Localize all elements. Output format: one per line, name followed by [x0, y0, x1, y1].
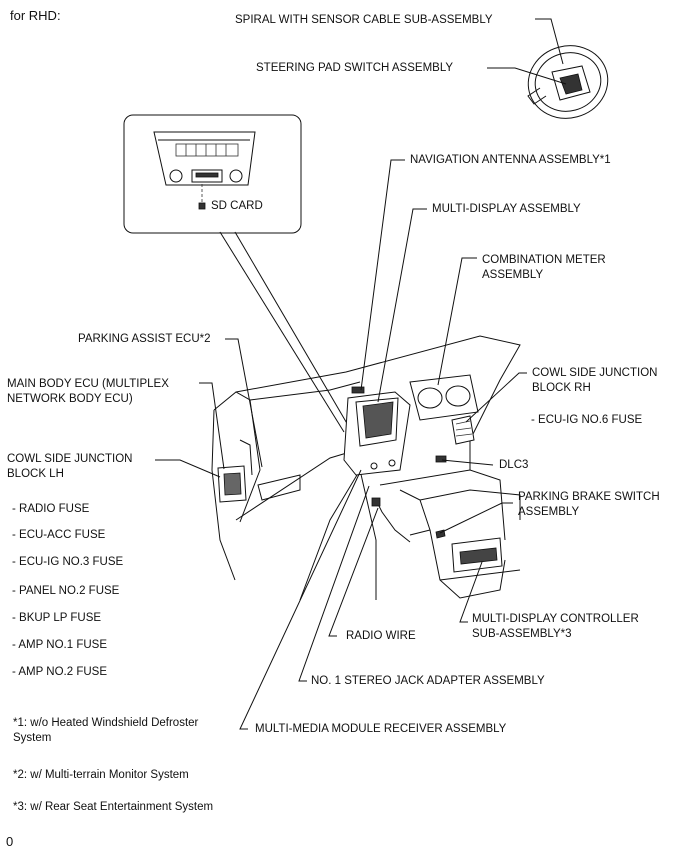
- fuse-item: - RADIO FUSE: [12, 503, 90, 515]
- fuse-item: - AMP NO.1 FUSE: [12, 639, 108, 651]
- footnote: *3: w/ Rear Seat Entertainment System: [13, 801, 214, 813]
- page-title: for RHD:: [10, 8, 61, 23]
- label-parking-brake-switch: PARKING BRAKE SWITCH ASSEMBLY: [518, 491, 660, 518]
- label-cowl-side-lh: COWL SIDE JUNCTION BLOCK LH: [7, 453, 133, 480]
- label-dlc3: DLC3: [499, 459, 529, 471]
- label-multi-display-controller: MULTI-DISPLAY CONTROLLER SUB-ASSEMBLY*3: [472, 613, 639, 640]
- fuse-item: - ECU-ACC FUSE: [12, 529, 106, 541]
- footnote: *1: w/o Heated Windshield Defroster Syst…: [13, 717, 199, 744]
- label-ecu-ig-no6-fuse: - ECU-IG NO.6 FUSE: [531, 414, 643, 426]
- figure-code: 0: [6, 834, 14, 849]
- dashboard-drawing: [211, 335, 521, 601]
- fuse-item: - AMP NO.2 FUSE: [12, 666, 108, 678]
- label-spiral-cable: SPIRAL WITH SENSOR CABLE SUB-ASSEMBLY: [235, 14, 493, 26]
- label-stereo-jack-adapter: NO. 1 STEREO JACK ADAPTER ASSEMBLY: [311, 675, 545, 687]
- label-main-body-ecu: MAIN BODY ECU (MULTIPLEX NETWORK BODY EC…: [7, 378, 169, 405]
- sd-card-inset: [123, 114, 353, 433]
- label-navigation-antenna: NAVIGATION ANTENNA ASSEMBLY*1: [410, 154, 611, 166]
- label-steering-pad-switch: STEERING PAD SWITCH ASSEMBLY: [256, 62, 454, 74]
- label-cowl-side-rh: COWL SIDE JUNCTION BLOCK RH: [532, 367, 658, 394]
- fuse-item: - BKUP LP FUSE: [12, 612, 102, 624]
- footnote: *2: w/ Multi-terrain Monitor System: [13, 769, 189, 781]
- label-parking-assist-ecu: PARKING ASSIST ECU*2: [78, 333, 211, 345]
- fuse-item: - PANEL NO.2 FUSE: [12, 585, 120, 597]
- leader-lines: [155, 18, 567, 730]
- label-multi-display: MULTI-DISPLAY ASSEMBLY: [432, 203, 581, 215]
- label-multi-media-receiver: MULTI-MEDIA MODULE RECEIVER ASSEMBLY: [255, 723, 507, 735]
- label-sd-card: SD CARD: [211, 200, 263, 212]
- label-combination-meter: COMBINATION METER ASSEMBLY: [482, 254, 606, 281]
- steering-wheel-drawing: [527, 45, 609, 119]
- label-radio-wire: RADIO WIRE: [346, 630, 416, 642]
- fuse-item: - ECU-IG NO.3 FUSE: [12, 556, 124, 568]
